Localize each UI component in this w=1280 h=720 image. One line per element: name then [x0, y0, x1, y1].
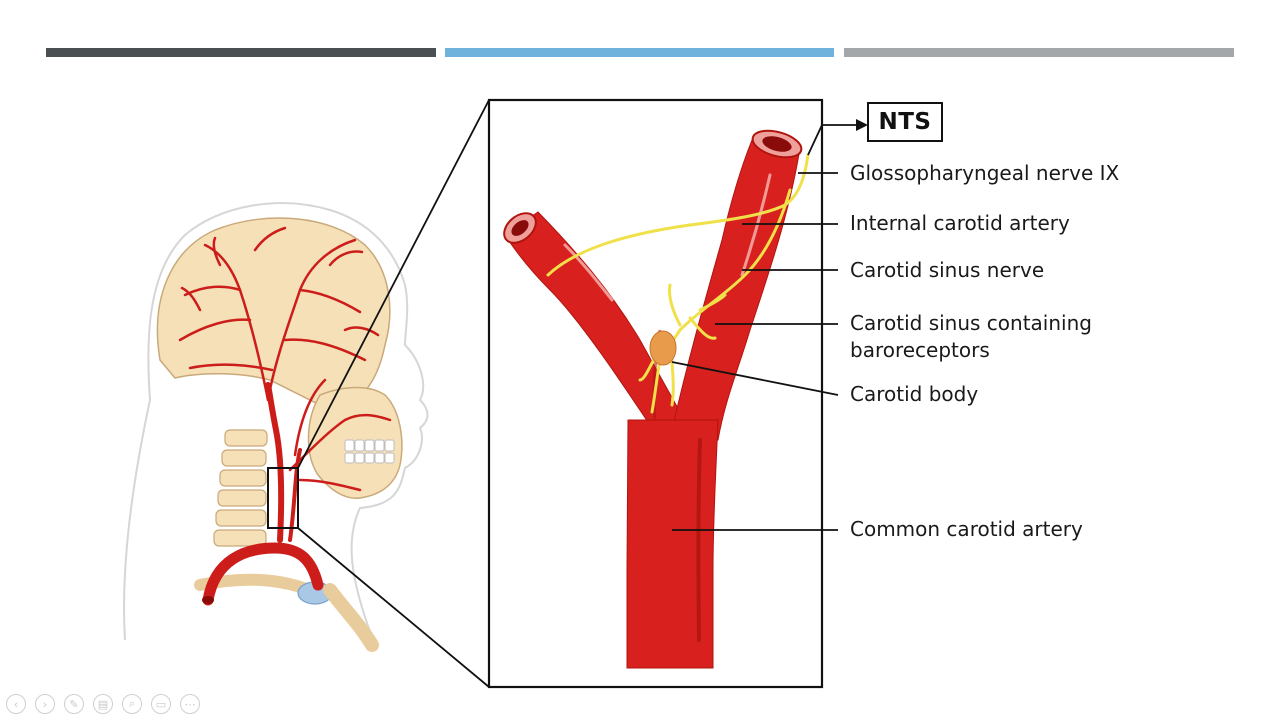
- cervical-spine: [213, 429, 268, 547]
- more-options-button[interactable]: ⋯: [180, 694, 200, 714]
- subtitles-button[interactable]: ▭: [151, 694, 171, 714]
- zoom-line-top: [297, 99, 490, 469]
- facial-arteries: [288, 378, 392, 492]
- carotid-sinus-nerve: [678, 188, 792, 332]
- label-carotid-sinus-line1: Carotid sinus containing: [850, 311, 1092, 335]
- next-slide-button[interactable]: ›: [35, 694, 55, 714]
- carotid-body: [649, 330, 677, 366]
- prev-icon: ‹: [13, 697, 19, 711]
- nts-label: NTS: [878, 109, 932, 135]
- slides-icon: ▤: [97, 697, 109, 711]
- label-common-carotid: Common carotid artery: [850, 517, 1083, 541]
- next-icon: ›: [42, 697, 48, 711]
- nts-box: NTS: [867, 102, 943, 142]
- humerus: [323, 583, 379, 652]
- label-carotid-sinus-line2: baroreceptors: [850, 338, 990, 362]
- zoom-button[interactable]: ⌕: [122, 694, 142, 714]
- neck-carotid: [265, 382, 285, 543]
- label-carotid-body: Carotid body: [850, 382, 979, 406]
- zoom-icon: ⌕: [128, 697, 136, 710]
- zoom-line-bottom: [297, 527, 490, 688]
- subtitles-icon: ▭: [155, 697, 167, 711]
- header-bar-blue: [445, 48, 834, 57]
- nts-arrowhead: [856, 119, 868, 131]
- prev-slide-button[interactable]: ‹: [6, 694, 26, 714]
- see-all-slides-button[interactable]: ▤: [93, 694, 113, 714]
- header-bar-gray: [844, 48, 1234, 57]
- common-carotid: [626, 419, 719, 669]
- carotid-bifurcation: [503, 129, 803, 669]
- zoom-region: [267, 467, 299, 529]
- cerebral-arteries: [178, 226, 380, 402]
- label-glossopharyngeal: Glossopharyngeal nerve IX: [850, 161, 1120, 185]
- label-internal-carotid: Internal carotid artery: [850, 211, 1070, 235]
- pen-tool-button[interactable]: ✎: [64, 694, 84, 714]
- skull: [156, 217, 391, 411]
- header-bar-dark: [46, 48, 436, 57]
- external-carotid: [504, 211, 691, 441]
- more-icon: ⋯: [184, 697, 196, 711]
- pen-icon: ✎: [69, 697, 79, 711]
- label-carotid-sinus-nerve: Carotid sinus nerve: [850, 258, 1045, 282]
- aortic-arch: [202, 542, 324, 606]
- head-illustration: [123, 202, 429, 652]
- leader-lines: [671, 124, 858, 531]
- teeth: [344, 439, 395, 464]
- glossopharyngeal-nerve: [546, 153, 810, 277]
- neck-carotid-2: [288, 448, 302, 542]
- slideshow-controls: ‹ › ✎ ▤ ⌕ ▭ ⋯: [6, 694, 200, 716]
- arch-cut: [202, 596, 214, 604]
